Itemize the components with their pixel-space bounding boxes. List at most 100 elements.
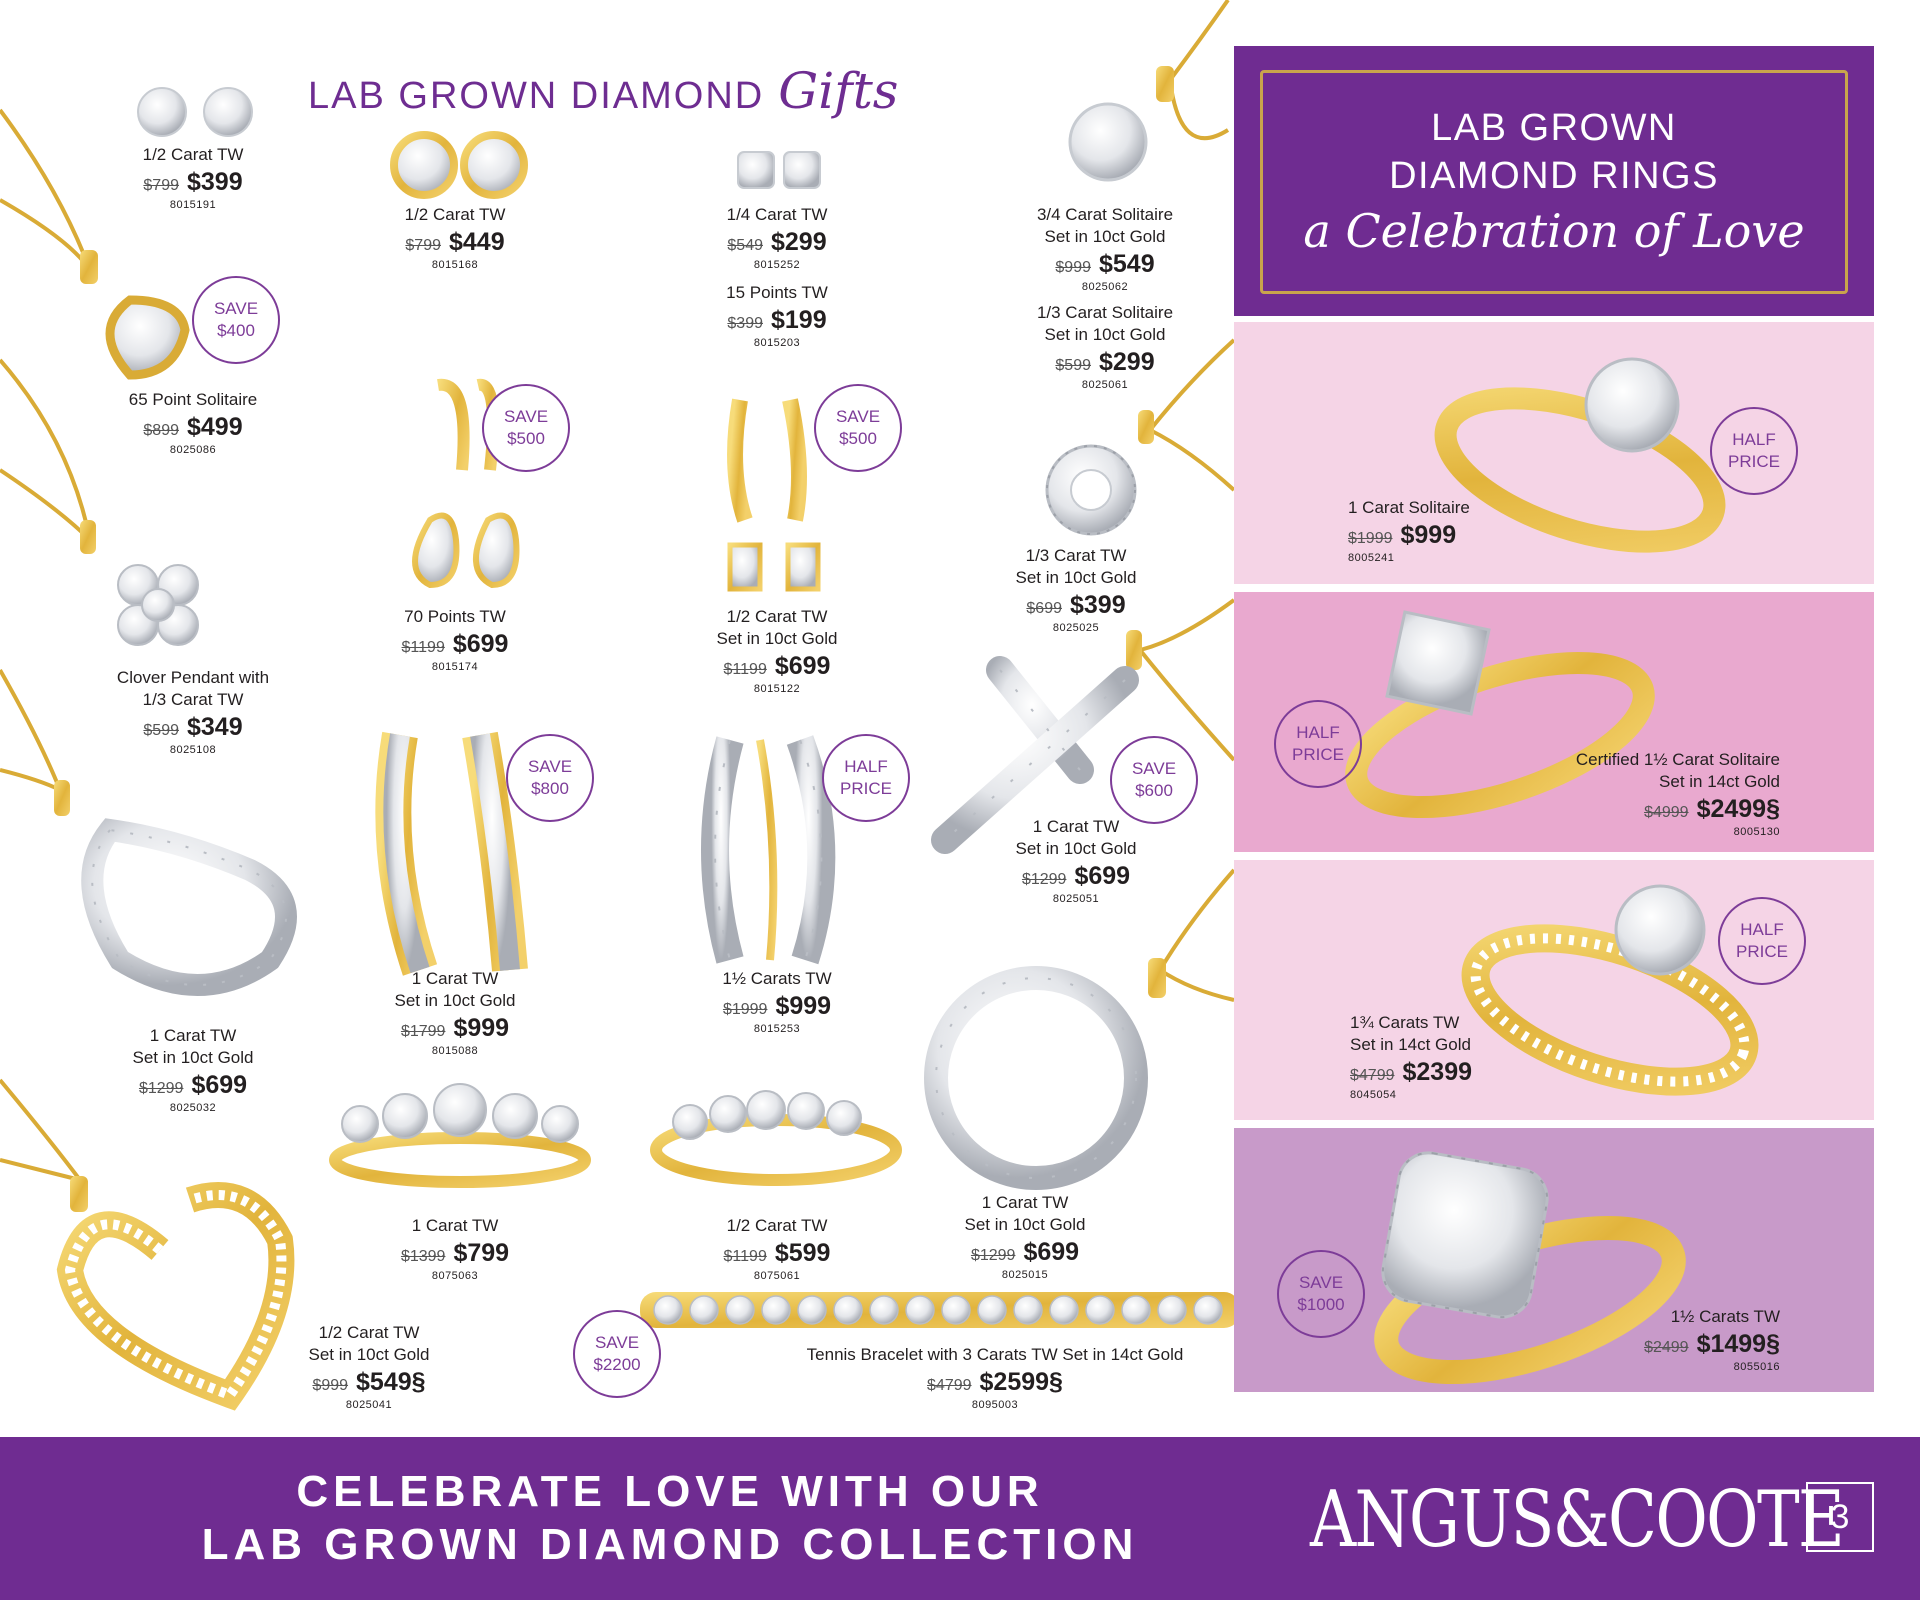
now-price: $499 <box>186 413 243 441</box>
product-p10: 1/4 Carat TW $549$299 8015252 <box>682 204 872 271</box>
now-price: $199 <box>770 306 827 334</box>
product-r2: Certified 1½ Carat Solitaire Set in 14ct… <box>1540 749 1780 838</box>
save-badge: SAVE$1000 <box>1277 1250 1365 1338</box>
was-price: $1299 <box>1021 871 1067 888</box>
was-price: $399 <box>727 315 763 332</box>
product-code: 8045054 <box>1350 1089 1397 1101</box>
product-p16: 1/3 Carat Solitaire Set in 10ct Gold $59… <box>1000 302 1210 391</box>
product-code: 8025025 <box>1052 622 1100 634</box>
now-price: $299 <box>770 228 827 256</box>
was-price: $1799 <box>400 1023 446 1040</box>
pear-pendant <box>80 250 190 380</box>
was-price: $1199 <box>723 661 767 678</box>
cross-pendant <box>931 630 1142 854</box>
badge-line2: PRICE <box>1728 452 1780 471</box>
product-code: 8015088 <box>431 1045 479 1057</box>
badge-line2: $800 <box>531 779 569 798</box>
product-code: 8025032 <box>169 1102 217 1114</box>
product-p18: 1 Carat TW Set in 10ct Gold $1299$699 80… <box>971 816 1181 905</box>
product-desc: 1/2 Carat TW Set in 10ct Gold <box>716 607 838 648</box>
was-price: $999 <box>1055 259 1091 276</box>
badge-line2: PRICE <box>1292 745 1344 764</box>
product-desc: 1 Carat TW Set in 10ct Gold <box>964 1193 1086 1234</box>
now-price: $699 <box>1023 1238 1080 1266</box>
rings-header-frame: LAB GROWN DIAMOND RINGS a Celebration of… <box>1260 70 1848 294</box>
page-number: 3 <box>1806 1482 1874 1552</box>
princess-ring <box>1345 610 1655 819</box>
product-desc: 1/2 Carat TW <box>404 205 506 224</box>
product-code: 8075061 <box>753 1270 801 1282</box>
emerald-drop-earrings <box>727 398 821 592</box>
now-price: $399 <box>1069 591 1126 619</box>
product-p11: 15 Points TW $399$199 8015203 <box>682 282 872 349</box>
bezel-studs <box>390 131 528 199</box>
product-desc: Clover Pendant with 1/3 Carat TW <box>116 668 270 709</box>
product-p13: 1½ Carats TW $1999$999 8015253 <box>682 968 872 1035</box>
product-code: 8005241 <box>1348 552 1395 564</box>
tennis-bracelet <box>640 1292 1240 1328</box>
was-price: $1199 <box>401 639 445 656</box>
badge-line2: $500 <box>507 429 545 448</box>
save-badge: SAVE$2200 <box>573 1310 661 1398</box>
was-price: $549 <box>727 237 763 254</box>
badge-line2: $1000 <box>1297 1295 1345 1314</box>
save-badge: SAVE$500 <box>814 384 902 472</box>
product-code: 8005130 <box>1733 826 1780 838</box>
gifts-heading: LAB GROWN DIAMOND Gifts <box>308 62 898 120</box>
was-price: $599 <box>1055 357 1091 374</box>
now-price: $449 <box>448 228 505 256</box>
product-p2: 65 Point Solitaire $899$499 8025086 <box>88 389 298 456</box>
halo-pendant <box>1045 410 1154 536</box>
product-desc: 1 Carat TW <box>411 1216 499 1235</box>
product-code: 8075063 <box>431 1270 479 1282</box>
product-desc: 1/4 Carat TW <box>726 205 828 224</box>
product-desc: 70 Points TW <box>404 607 506 626</box>
product-desc: 1 Carat Solitaire <box>1348 498 1470 517</box>
footer-line-2: LAB GROWN DIAMOND COLLECTION <box>201 1520 1139 1569</box>
was-price: $2499 <box>1644 1339 1689 1356</box>
was-price: $1199 <box>723 1248 767 1265</box>
badge-line2: $2200 <box>593 1355 641 1374</box>
now-price: $699 <box>774 652 831 680</box>
product-code: 8025062 <box>1081 281 1129 293</box>
was-price: $699 <box>1026 600 1062 617</box>
save-badge: SAVE$400 <box>192 276 280 364</box>
product-r1: 1 Carat Solitaire $1999$999 8005241 <box>1348 497 1568 564</box>
footer-banner: CELEBRATE LOVE WITH OUR LAB GROWN DIAMON… <box>0 1437 1920 1600</box>
product-p6: 1/2 Carat TW $799$449 8015168 <box>360 204 550 271</box>
was-price: $799 <box>405 237 441 254</box>
product-desc: 1 Carat TW Set in 10ct Gold <box>132 1026 254 1067</box>
product-p14: 1/2 Carat TW $1199$599 8075061 <box>682 1215 872 1282</box>
solitaire-pendant <box>1068 66 1174 182</box>
product-p8: 1 Carat TW Set in 10ct Gold $1799 $999 80… <box>360 968 550 1057</box>
rings-header: LAB GROWN DIAMOND RINGS a Celebration of… <box>1234 46 1874 316</box>
now-price: $999 <box>453 1014 510 1042</box>
product-desc: 1 Carat TW Set in 10ct Gold <box>1015 817 1137 858</box>
now-price: $549 <box>1098 250 1155 278</box>
product-desc: 3/4 Carat Solitaire Set in 10ct Gold <box>1036 205 1174 246</box>
badge-line1: HALF <box>844 757 888 776</box>
product-code: 8095003 <box>971 1399 1019 1411</box>
was-price: $799 <box>143 177 179 194</box>
now-price: $999 <box>775 992 832 1020</box>
badge-line1: SAVE <box>835 407 881 426</box>
product-code: 8025051 <box>1052 893 1100 905</box>
was-price: $999 <box>312 1377 349 1394</box>
product-p20: Tennis Bracelet with 3 Carats TW Set in … <box>780 1344 1210 1411</box>
product-desc: 1 Carat TW Set in 10ct Gold <box>394 969 516 1010</box>
product-p17: 1/3 Carat TW Set in 10ct Gold $699$399 8… <box>971 545 1181 634</box>
product-desc: Tennis Bracelet with 3 Carats TW Set in … <box>806 1345 1184 1364</box>
was-price: $599 <box>143 722 179 739</box>
product-code: 8025041 <box>345 1399 393 1411</box>
badge-line2: PRICE <box>1736 942 1788 961</box>
product-p15: 3/4 Carat Solitaire Set in 10ct Gold $99… <box>1000 204 1210 293</box>
save-badge: SAVE$800 <box>506 734 594 822</box>
rings-title-line2: DIAMOND RINGS <box>1389 155 1719 197</box>
product-p12: 1/2 Carat TW Set in 10ct Gold $1199$699 … <box>682 606 872 695</box>
gifts-heading-script: Gifts <box>778 62 899 120</box>
product-desc: 1/2 Carat TW Set in 10ct Gold <box>308 1323 430 1364</box>
